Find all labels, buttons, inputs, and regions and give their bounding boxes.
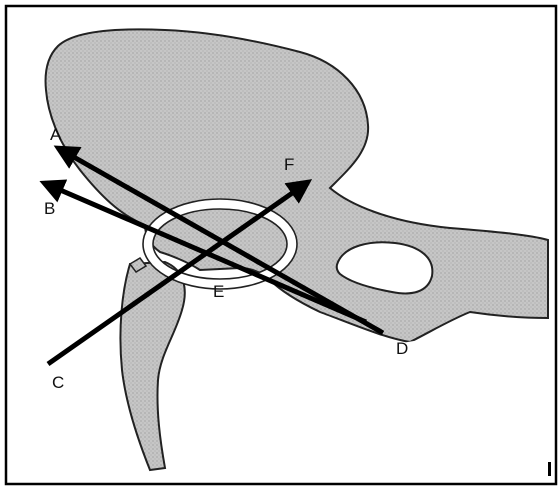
label-b: B [44,199,55,218]
corner-artifact [548,462,551,476]
label-e: E [213,282,224,301]
label-a: A [50,125,62,144]
label-f: F [284,155,294,174]
label-d: D [396,339,408,358]
label-c: C [52,373,64,392]
